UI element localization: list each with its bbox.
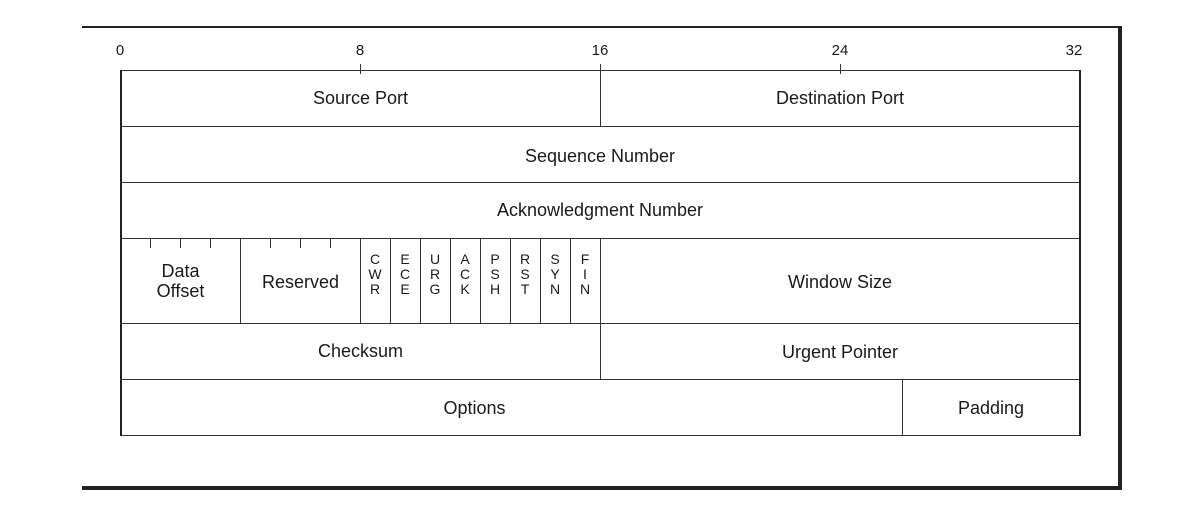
flag-letter: S <box>550 251 560 267</box>
window-size-field: Window Size <box>787 272 893 292</box>
flag-ece: E C E <box>390 252 420 297</box>
left-border <box>120 70 122 436</box>
flag-letter: W <box>368 266 382 282</box>
flag-fin: F I N <box>570 252 600 297</box>
tick-mark <box>360 64 361 74</box>
row-line <box>120 126 1080 127</box>
flag-letter: R <box>429 266 441 282</box>
flag-letter: G <box>429 281 441 297</box>
checksum-field: Checksum <box>317 341 404 361</box>
tick-mark <box>300 238 301 248</box>
bit-number-32: 32 <box>1065 42 1083 59</box>
source-port-field: Source Port <box>312 88 409 108</box>
flag-letter: C <box>459 266 471 282</box>
flag-letter: T <box>520 281 530 297</box>
row-line <box>120 435 1080 436</box>
flag-letter: I <box>583 266 587 282</box>
flag-syn: S Y N <box>540 252 570 297</box>
field-divider <box>570 238 571 323</box>
tick-mark <box>180 238 181 248</box>
flag-psh: P S H <box>480 252 510 297</box>
flag-letter: R <box>369 281 381 297</box>
field-divider <box>902 379 903 435</box>
flag-letter: P <box>490 251 500 267</box>
field-divider <box>450 238 451 323</box>
field-divider <box>390 238 391 323</box>
flag-cwr: C W R <box>360 252 390 297</box>
tick-mark <box>840 64 841 74</box>
destination-port-field: Destination Port <box>775 88 905 108</box>
flag-urg: U R G <box>420 252 450 297</box>
flag-letter: N <box>549 281 561 297</box>
field-divider <box>360 238 361 323</box>
row-line <box>120 182 1080 183</box>
urgent-pointer-field: Urgent Pointer <box>781 342 899 362</box>
flag-rst: R S T <box>510 252 540 297</box>
data-offset-line2: Offset <box>156 281 205 301</box>
bit-number-16: 16 <box>591 42 609 59</box>
acknowledgment-number-field: Acknowledgment Number <box>496 200 704 220</box>
flag-letter: C <box>399 266 411 282</box>
data-offset-field: Data Offset <box>121 261 240 301</box>
padding-field: Padding <box>957 398 1025 418</box>
field-divider <box>600 70 601 126</box>
options-field: Options <box>443 398 506 418</box>
field-divider <box>480 238 481 323</box>
field-divider <box>510 238 511 323</box>
flag-letter: Y <box>550 266 560 282</box>
flag-letter: U <box>429 251 441 267</box>
tick-mark <box>600 64 601 74</box>
flag-letter: E <box>400 251 410 267</box>
bit-number-24: 24 <box>831 42 849 59</box>
flag-letter: R <box>519 251 531 267</box>
field-divider <box>600 323 601 379</box>
bit-number-0: 0 <box>115 42 125 59</box>
flag-letter: H <box>489 281 501 297</box>
reserved-field: Reserved <box>261 272 340 292</box>
flag-letter: A <box>460 251 470 267</box>
field-divider <box>420 238 421 323</box>
field-divider <box>240 238 241 323</box>
tick-mark <box>150 238 151 248</box>
flag-letter: S <box>490 266 500 282</box>
flag-letter: N <box>579 281 591 297</box>
tick-mark <box>210 238 211 248</box>
flag-letter: C <box>369 251 381 267</box>
field-divider <box>600 238 601 323</box>
bit-number-8: 8 <box>355 42 365 59</box>
flag-letter: F <box>580 251 590 267</box>
sequence-number-field: Sequence Number <box>524 146 676 166</box>
flag-ack: A C K <box>450 252 480 297</box>
diagram-frame <box>82 26 1122 490</box>
flag-letter: S <box>520 266 530 282</box>
row-line <box>120 379 1080 380</box>
flag-letter: E <box>400 281 410 297</box>
flag-letter: K <box>460 281 470 297</box>
data-offset-line1: Data <box>161 261 200 281</box>
right-border <box>1079 70 1081 436</box>
tick-mark <box>270 238 271 248</box>
tick-mark <box>330 238 331 248</box>
field-divider <box>540 238 541 323</box>
